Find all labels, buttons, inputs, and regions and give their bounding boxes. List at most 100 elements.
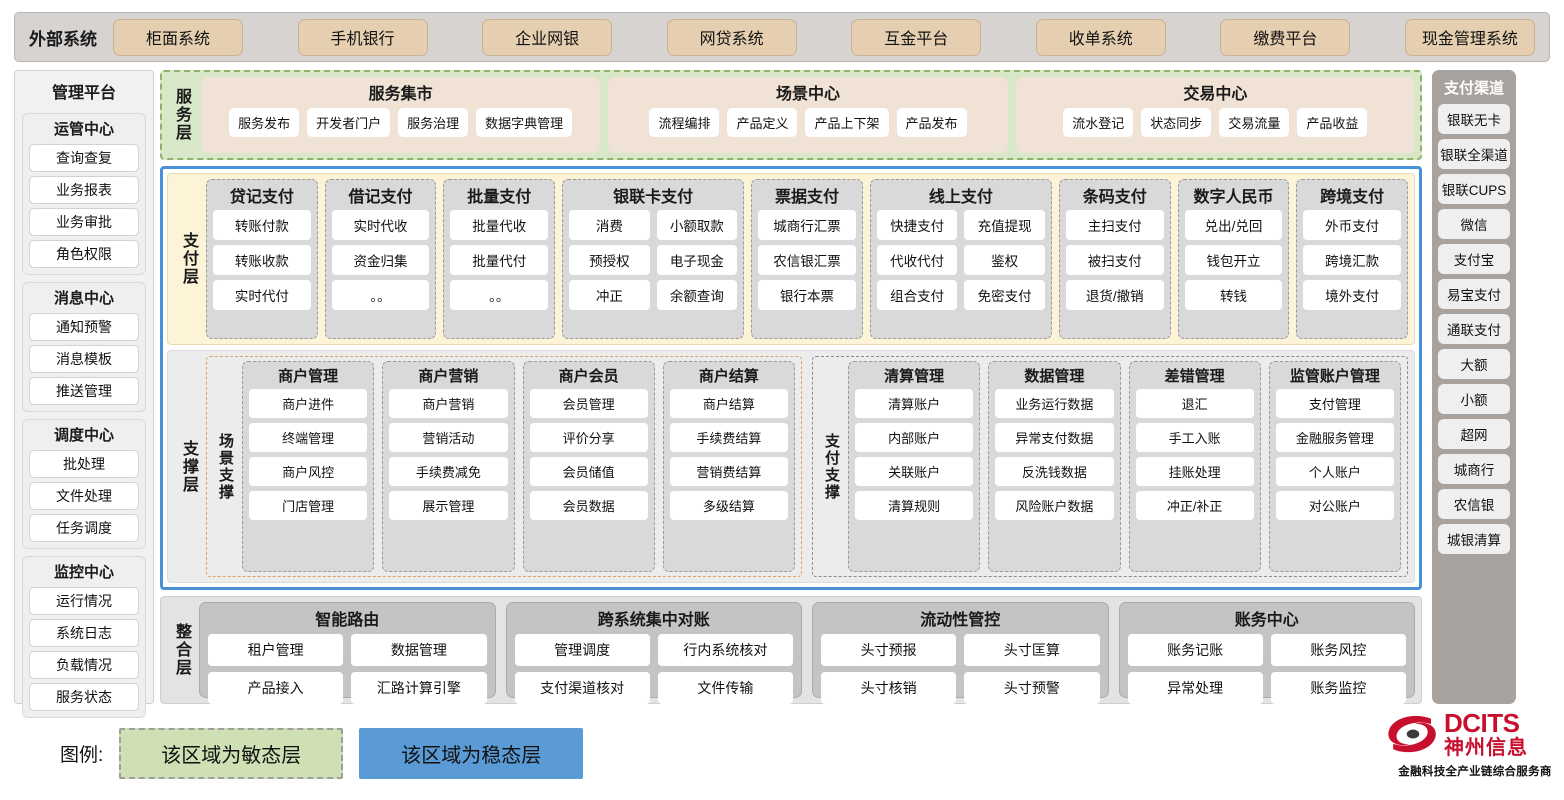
scene-support-item[interactable]: 商户营销 — [389, 389, 508, 418]
payment-support-item[interactable]: 风险账户数据 — [995, 491, 1114, 520]
scene-support-item[interactable]: 商户结算 — [669, 389, 788, 418]
payment-item[interactable]: 城商行汇票 — [758, 210, 856, 240]
payment-support-item[interactable]: 个人账户 — [1275, 457, 1394, 486]
payment-item[interactable]: 兑出/兑回 — [1184, 210, 1283, 240]
scene-support-item[interactable]: 商户风控 — [249, 457, 368, 486]
integration-item[interactable]: 异常处理 — [1127, 672, 1263, 704]
management-item[interactable]: 消息模板 — [29, 345, 139, 373]
payment-item[interactable]: 外币支付 — [1303, 210, 1402, 240]
management-item[interactable]: 通知预警 — [29, 313, 139, 341]
scene-support-item[interactable]: 门店管理 — [249, 491, 368, 520]
payment-item[interactable]: 银行本票 — [758, 280, 856, 310]
external-system-chip[interactable]: 企业网银 — [482, 18, 613, 56]
integration-item[interactable]: 支付渠道核对 — [514, 672, 650, 704]
external-system-chip[interactable]: 互金平台 — [851, 18, 982, 56]
management-item[interactable]: 批处理 — [29, 450, 139, 478]
integration-item[interactable]: 头寸核销 — [821, 672, 957, 704]
scene-support-item[interactable]: 营销费结算 — [669, 457, 788, 486]
payment-support-item[interactable]: 业务运行数据 — [995, 389, 1114, 418]
payment-item[interactable]: 批量代收 — [450, 210, 549, 240]
payment-item[interactable]: 转钱 — [1184, 280, 1283, 310]
management-item[interactable]: 业务审批 — [29, 208, 139, 236]
payment-item[interactable]: 实时代付 — [213, 280, 311, 310]
payment-support-item[interactable]: 关联账户 — [855, 457, 974, 486]
payment-support-item[interactable]: 冲正/补正 — [1135, 491, 1254, 520]
scene-support-item[interactable]: 多级结算 — [669, 491, 788, 520]
payment-channel-item[interactable]: 大额 — [1438, 349, 1510, 379]
scene-support-item[interactable]: 会员储值 — [529, 457, 648, 486]
payment-item[interactable]: 鉴权 — [964, 245, 1045, 275]
management-item[interactable]: 系统日志 — [29, 619, 139, 647]
payment-item[interactable]: 消费 — [569, 210, 650, 240]
payment-item[interactable]: 转账付款 — [213, 210, 311, 240]
external-system-chip[interactable]: 现金管理系统 — [1404, 18, 1535, 56]
management-item[interactable]: 业务报表 — [29, 176, 139, 204]
integration-item[interactable]: 产品接入 — [208, 672, 344, 704]
management-item[interactable]: 运行情况 — [29, 587, 139, 615]
integration-item[interactable]: 租户管理 — [208, 634, 344, 666]
payment-support-item[interactable]: 清算账户 — [855, 389, 974, 418]
payment-channel-item[interactable]: 银联无卡 — [1438, 104, 1510, 134]
integration-item[interactable]: 账务监控 — [1270, 672, 1406, 704]
integration-item[interactable]: 头寸预警 — [964, 672, 1100, 704]
service-item[interactable]: 流程编排 — [649, 108, 720, 137]
external-system-chip[interactable]: 网贷系统 — [666, 18, 797, 56]
service-item[interactable]: 服务治理 — [398, 108, 469, 137]
payment-item[interactable]: 冲正 — [569, 280, 650, 310]
payment-channel-item[interactable]: 微信 — [1438, 209, 1510, 239]
service-item[interactable]: 服务发布 — [229, 108, 300, 137]
payment-item[interactable]: 。。 — [450, 280, 549, 310]
payment-support-item[interactable]: 金融服务管理 — [1275, 423, 1394, 452]
payment-item[interactable]: 预授权 — [569, 245, 650, 275]
payment-support-item[interactable]: 对公账户 — [1275, 491, 1394, 520]
service-item[interactable]: 数据字典管理 — [476, 108, 573, 137]
integration-item[interactable]: 账务风控 — [1270, 634, 1406, 666]
payment-item[interactable]: 批量代付 — [450, 245, 549, 275]
management-item[interactable]: 负载情况 — [29, 651, 139, 679]
integration-item[interactable]: 管理调度 — [514, 634, 650, 666]
payment-channel-item[interactable]: 银联CUPS — [1438, 174, 1510, 204]
payment-item[interactable]: 小额取款 — [656, 210, 738, 240]
scene-support-item[interactable]: 手续费减免 — [389, 457, 508, 486]
service-item[interactable]: 产品收益 — [1297, 108, 1368, 137]
integration-item[interactable]: 头寸匡算 — [964, 634, 1100, 666]
payment-support-item[interactable]: 反洗钱数据 — [995, 457, 1114, 486]
integration-item[interactable]: 数据管理 — [351, 634, 487, 666]
integration-item[interactable]: 行内系统核对 — [657, 634, 793, 666]
payment-channel-item[interactable]: 银联全渠道 — [1438, 139, 1510, 169]
service-item[interactable]: 交易流量 — [1219, 108, 1290, 137]
management-item[interactable]: 角色权限 — [29, 240, 139, 268]
management-item[interactable]: 任务调度 — [29, 514, 139, 542]
payment-item[interactable]: 跨境汇款 — [1303, 245, 1402, 275]
payment-channel-item[interactable]: 易宝支付 — [1438, 279, 1510, 309]
payment-support-item[interactable]: 手工入账 — [1135, 423, 1254, 452]
scene-support-item[interactable]: 会员管理 — [529, 389, 648, 418]
service-item[interactable]: 产品定义 — [727, 108, 798, 137]
external-system-chip[interactable]: 缴费平台 — [1220, 18, 1351, 56]
payment-item[interactable]: 余额查询 — [656, 280, 738, 310]
payment-channel-item[interactable]: 超网 — [1438, 419, 1510, 449]
service-item[interactable]: 产品发布 — [896, 108, 967, 137]
payment-support-item[interactable]: 清算规则 — [855, 491, 974, 520]
payment-item[interactable]: 免密支付 — [964, 280, 1045, 310]
external-system-chip[interactable]: 手机银行 — [297, 18, 428, 56]
scene-support-item[interactable]: 营销活动 — [389, 423, 508, 452]
payment-item[interactable]: 快捷支付 — [876, 210, 958, 240]
scene-support-item[interactable]: 评价分享 — [529, 423, 648, 452]
integration-item[interactable]: 头寸预报 — [821, 634, 957, 666]
payment-item[interactable]: 充值提现 — [964, 210, 1045, 240]
payment-channel-item[interactable]: 城银清算 — [1438, 524, 1510, 554]
payment-item[interactable]: 组合支付 — [876, 280, 958, 310]
management-item[interactable]: 服务状态 — [29, 683, 139, 711]
payment-channel-item[interactable]: 通联支付 — [1438, 314, 1510, 344]
payment-item[interactable]: 。。 — [331, 280, 430, 310]
service-item[interactable]: 流水登记 — [1063, 108, 1134, 137]
service-item[interactable]: 开发者门户 — [307, 108, 391, 137]
payment-support-item[interactable]: 异常支付数据 — [995, 423, 1114, 452]
payment-item[interactable]: 主扫支付 — [1065, 210, 1164, 240]
payment-support-item[interactable]: 挂账处理 — [1135, 457, 1254, 486]
payment-item[interactable]: 实时代收 — [331, 210, 430, 240]
integration-item[interactable]: 账务记账 — [1127, 634, 1263, 666]
management-item[interactable]: 推送管理 — [29, 377, 139, 405]
payment-item[interactable]: 电子现金 — [656, 245, 738, 275]
